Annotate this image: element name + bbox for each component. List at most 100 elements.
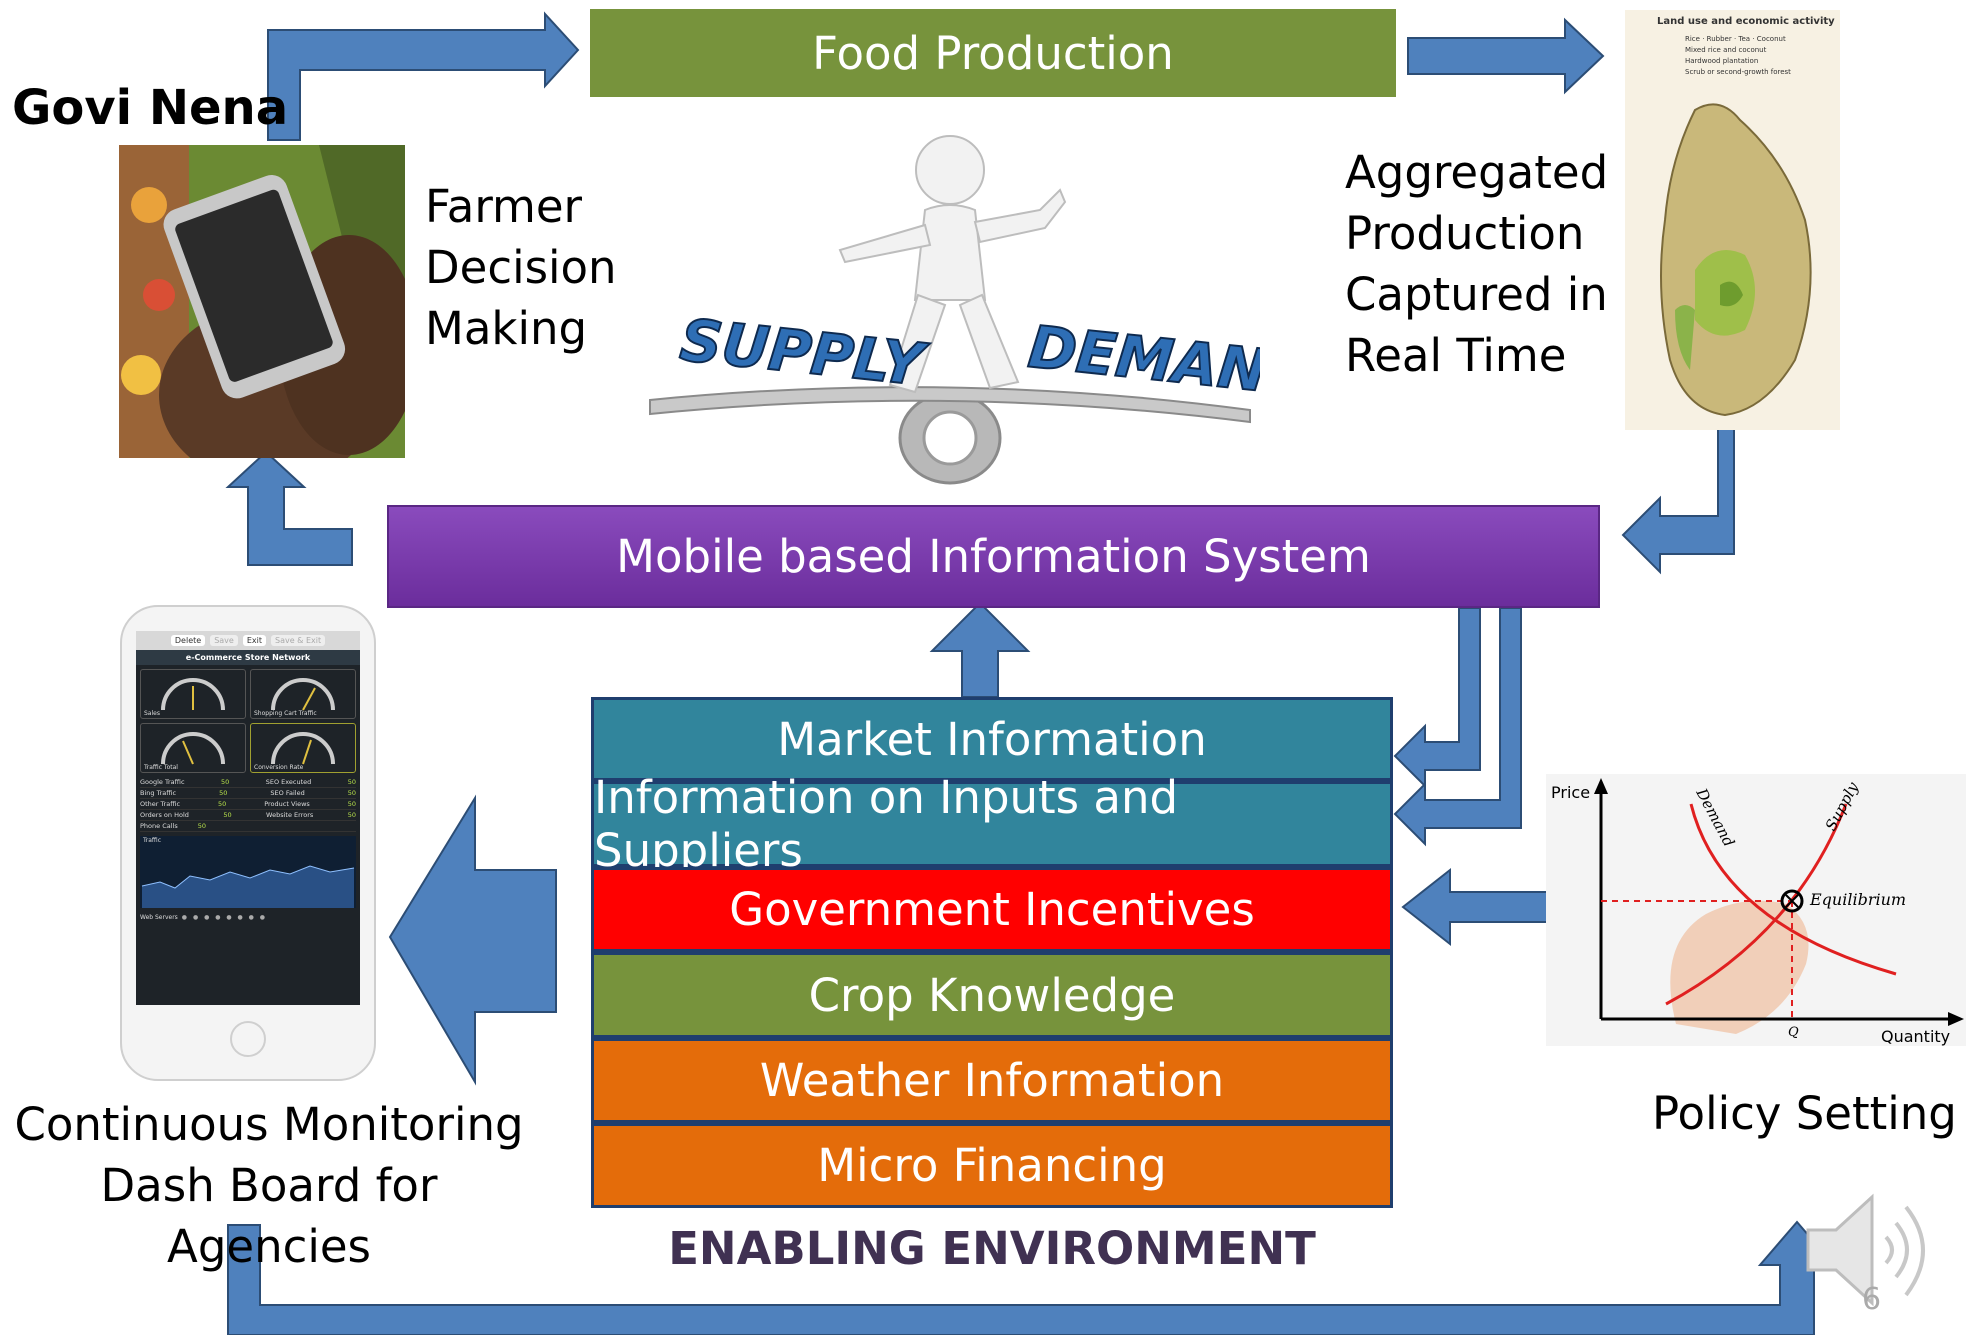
map-legend-item: Coconut <box>1756 35 1786 43</box>
stack-label: Government Incentives <box>729 883 1255 936</box>
map-island-shape <box>1660 103 1812 417</box>
stack-row-weather-information: Weather Information <box>591 1038 1393 1123</box>
sri-lanka-land-use-map: Land use and economic activity Rice · Ru… <box>1625 10 1840 430</box>
arrow-to-inputs-info <box>1393 607 1522 847</box>
farmer-line-1: Farmer <box>425 180 583 233</box>
q-label: Q <box>1788 1025 1799 1040</box>
metric-row: Orders on Hold 50 Website Errors 50 <box>140 810 356 821</box>
gauge-card: Shopping Cart Traffic <box>250 669 356 719</box>
metric-value: 50 <box>218 800 227 808</box>
farmer-line-3: Making <box>425 302 588 355</box>
gauge-dial-icon <box>161 732 225 765</box>
web-servers-row: Web Servers ● ● ● ● ● ● ● ● <box>136 912 360 923</box>
arrow-from-map <box>1621 417 1735 575</box>
metric-value: 50 <box>347 789 356 797</box>
policy-setting-label: Policy Setting <box>1652 1087 1957 1140</box>
arrow-bottom-loop <box>227 1220 1837 1335</box>
metric-row: Google Traffic 50 SEO Executed 50 <box>140 777 356 788</box>
gauge-label: Shopping Cart Traffic <box>254 710 317 717</box>
map-legend-item: Scrub or second-growth forest <box>1685 68 1791 76</box>
map-legend-item: Rubber <box>1706 35 1732 43</box>
gauge-dial-icon <box>271 732 335 765</box>
metric-value: 50 <box>219 789 228 797</box>
food-production-banner: Food Production <box>590 9 1396 97</box>
arrow-to-farmer <box>225 450 353 566</box>
metric-label: Website Errors <box>266 811 314 819</box>
aggregated-line-4: Real Time <box>1345 329 1567 382</box>
arrow-to-map <box>1407 17 1605 95</box>
toolbar-button: Save <box>210 635 238 646</box>
aggregated-line-1: Aggregated <box>1345 146 1609 199</box>
supply-demand-equilibrium-chart: Price Quantity Q Equilibrium Demand Supp… <box>1546 774 1966 1046</box>
metric-label: Bing Traffic <box>140 789 177 797</box>
aggregated-production-label: Aggregated Production Captured in Real T… <box>1345 142 1608 386</box>
gauge-label: Conversion Rate <box>254 764 304 771</box>
stack-row-market-information: Market Information <box>591 697 1393 781</box>
aggregated-line-2: Production <box>1345 207 1585 260</box>
demand-curve-label: Demand <box>1692 785 1738 850</box>
stack-label: Information on Inputs and Suppliers <box>594 771 1179 877</box>
map-legend-item: Mixed rice and coconut <box>1685 46 1767 54</box>
stack-row-inputs-suppliers: Information on Inputs and Suppliers <box>591 771 1393 877</box>
gauge-dial-icon <box>271 678 335 711</box>
stack-label: Crop Knowledge <box>808 968 1176 1022</box>
map-legend: Rice · Rubber · Tea · Coconut Mixed rice… <box>1685 35 1791 76</box>
stack-row-micro-financing: Micro Financing <box>591 1123 1393 1208</box>
web-servers-label: Web Servers <box>140 914 178 921</box>
stack-label: Micro Financing <box>817 1139 1167 1192</box>
farmer-decision-label: Farmer Decision Making <box>425 176 617 359</box>
stack-row-government-incentives: Government Incentives <box>591 867 1393 952</box>
metric-label: SEO Failed <box>270 789 305 797</box>
gauge-dial-icon <box>161 678 225 711</box>
metric-label: SEO Executed <box>265 778 312 786</box>
map-legend-item: Tea <box>1738 35 1751 43</box>
gauge-grid: Sales Shopping Cart Traffic Traffic Tota… <box>136 665 360 777</box>
farmer-phone-photo <box>119 145 405 458</box>
farmer-phone-image <box>119 145 405 458</box>
monitoring-line-2: Dash Board for Agencies <box>100 1159 438 1273</box>
metric-row: Bing Traffic 50 SEO Failed 50 <box>140 788 356 799</box>
metric-value: 50 <box>347 811 356 819</box>
metric-value: 50 <box>347 778 356 786</box>
supply-demand-seesaw: SUPPLY DEMAND <box>649 135 1260 485</box>
equilibrium-label: Equilibrium <box>1809 890 1906 909</box>
arrow-to-dashboard <box>388 794 557 1086</box>
farmer-line-2: Decision <box>425 241 617 294</box>
continuous-monitoring-label: Continuous Monitoring Dash Board for Age… <box>14 1094 524 1277</box>
dashboard-phone-mockup: Delete Save Exit Save & Exit e-Commerce … <box>120 605 376 1081</box>
metric-label: Google Traffic <box>140 778 185 786</box>
slide-number: 6 <box>1862 1282 1882 1317</box>
traffic-sparkline <box>141 865 355 908</box>
metric-label: Phone Calls <box>140 822 178 830</box>
food-production-label: Food Production <box>812 26 1174 80</box>
traffic-chart: Traffic <box>140 836 356 908</box>
gauge-card: Conversion Rate <box>250 723 356 773</box>
phone-home-button-icon <box>230 1021 266 1057</box>
axis-price-label: Price <box>1551 783 1590 802</box>
arrow-to-food-production <box>267 11 580 141</box>
map-legend-item: Hardwood plantation <box>1685 57 1759 65</box>
phone-app-title: e-Commerce Store Network <box>136 650 360 665</box>
metric-value: 50 <box>220 778 230 786</box>
gauge-card: Traffic Total <box>140 723 246 773</box>
speaker-icon[interactable] <box>1800 1185 1950 1315</box>
phone-toolbar: Delete Save Exit Save & Exit <box>136 631 360 650</box>
aggregated-line-3: Captured in <box>1345 268 1608 321</box>
metric-value: 50 <box>197 822 207 830</box>
metric-label: Other Traffic <box>140 800 181 808</box>
phone-metrics-table: Google Traffic 50 SEO Executed 50 Bing Tra… <box>136 777 360 832</box>
gauge-label: Traffic Total <box>144 764 178 771</box>
gauge-card: Sales <box>140 669 246 719</box>
arrow-to-market-info <box>1393 607 1481 789</box>
metric-label: Product Views <box>264 800 310 808</box>
toolbar-button: Save & Exit <box>270 635 326 646</box>
metric-value: 50 <box>223 811 232 819</box>
metric-row: Phone Calls 50 <box>140 821 356 832</box>
metric-label: Orders on Hold <box>140 811 189 819</box>
enabling-environment-label: ENABLING ENVIRONMENT <box>668 1222 1316 1275</box>
supply-curve-label: Supply <box>1822 779 1863 834</box>
stack-row-crop-knowledge: Crop Knowledge <box>591 952 1393 1038</box>
map-title: Land use and economic activity <box>1657 16 1835 27</box>
